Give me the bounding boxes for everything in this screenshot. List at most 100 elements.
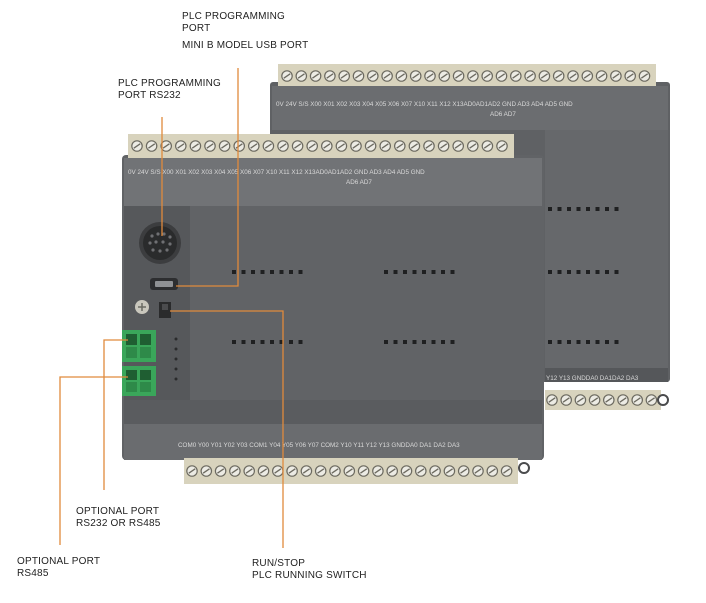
status-led [403,270,407,274]
status-led [557,270,562,274]
terminal-screw-slot [396,143,404,149]
terminal-screw-slot [591,397,599,403]
status-led [614,340,619,344]
status-led [605,207,609,211]
status-led [270,340,274,344]
status-led [403,340,407,344]
terminal-screw-slot [217,468,225,474]
label-optional-rs232-rs485: OPTIONAL PORT RS232 OR RS485 [76,506,161,530]
label-usb-port: PLC PROGRAMMING PORT MINI B MODEL USB PO… [182,11,308,52]
status-led [260,270,265,274]
terminal-screw-slot [440,143,448,149]
terminal-screw-slot [488,468,496,474]
terminal-screw-slot [469,143,477,149]
status-led [586,207,590,211]
terminal-screw-slot [483,143,491,149]
terminal-screw-slot [188,468,196,474]
status-led [289,340,293,344]
leader-run-stop [170,310,284,548]
back-top-pin-labels: 0V 24V S/S X00 X01 X02 X03 X04 X05 X06 X… [276,101,573,108]
mini-usb-port [150,278,178,290]
terminal-screw-slot [374,468,382,474]
label-usb-port-line1: PLC PROGRAMMING [182,11,286,22]
terminal-screw-slot [431,468,439,474]
status-led [567,270,571,274]
terminal-screw-slot [231,468,239,474]
label-rs232-port-line1: PLC PROGRAMMING [118,78,222,89]
terminal-screw-slot [331,468,339,474]
terminal-screw-slot [245,468,253,474]
terminal-screw-slot [619,397,627,403]
terminal-screw-slot [605,397,613,403]
terminal-screw-slot [397,73,405,79]
label-run-stop-line1: RUN/STOP [252,558,306,569]
terminal-screw-slot [583,73,591,79]
terminal-screw-slot [274,468,282,474]
terminal-screw-slot [540,73,548,79]
status-led [251,270,255,274]
front-top-pin-labels: 0V 24V S/S X00 X01 X02 X03 X04 X05 X06 X… [128,169,425,176]
terminal-screw-slot [297,73,305,79]
status-led [614,207,619,211]
terminal-screw-slot [562,397,570,403]
status-led [232,270,236,274]
terminal-screw-slot [326,73,334,79]
terminal-screw-slot [454,143,462,149]
status-led [576,207,581,211]
status-led [279,270,284,274]
front-plc-module: 0V 24V S/S X00 X01 X02 X03 X04 X05 X06 X… [122,134,544,484]
terminal-screw-slot [354,73,363,79]
rs232-din-port [139,222,181,264]
label-optional-rs485-line2: RS485 [17,568,49,579]
terminal-screw-slot [440,73,448,79]
terminal-screw-slot [455,73,463,79]
status-led [251,340,255,344]
terminal-screw-slot [498,143,506,149]
leader-usb-port [176,68,239,287]
status-led [384,270,388,274]
status-led [412,270,417,274]
terminal-screw-slot [283,73,291,79]
label-optional-rs232-rs485-line1: OPTIONAL PORT [76,506,160,517]
status-led [393,270,398,274]
green-terminal-rs232-rs485 [122,330,156,362]
terminal-screw-slot [312,73,320,79]
terminal-screw-slot [381,143,389,149]
status-led [422,340,426,344]
status-led [412,340,417,344]
terminal-screw-slot [264,143,272,149]
status-led [595,340,600,344]
terminal-screw-slot [503,468,511,474]
label-usb-port-line2: PORT [182,23,211,34]
terminal-screw-slot [308,143,316,149]
status-led [595,207,600,211]
front-bottom-pin-labels: COM0 Y00 Y01 Y02 Y03 COM1 Y04 Y05 Y06 Y0… [178,442,460,449]
status-led [384,340,388,344]
status-led [586,340,590,344]
status-led [605,270,609,274]
terminal-screw-slot [360,468,368,474]
terminal-screw-slot [633,397,641,403]
status-led [431,270,436,274]
terminal-screw-slot [206,143,214,149]
terminal-screw-slot [526,73,534,79]
terminal-screw-slot [469,73,477,79]
terminal-screw-slot [345,468,353,474]
terminal-screw-slot [474,468,482,474]
status-led [289,270,293,274]
status-led [586,270,590,274]
terminal-screw-slot [369,73,377,79]
terminal-screw-slot [402,468,411,474]
status-led [270,270,274,274]
status-led [548,340,552,344]
status-led [279,340,284,344]
terminal-screw-slot [483,73,491,79]
terminal-screw-slot [367,143,375,149]
status-led [422,270,426,274]
front-top-pin-labels-2: AD6 AD7 [346,179,372,186]
terminal-screw-slot [259,468,268,474]
label-optional-rs485-line1: OPTIONAL PORT [17,556,101,567]
terminal-screw-slot [425,143,433,149]
terminal-screw-slot [323,143,331,149]
